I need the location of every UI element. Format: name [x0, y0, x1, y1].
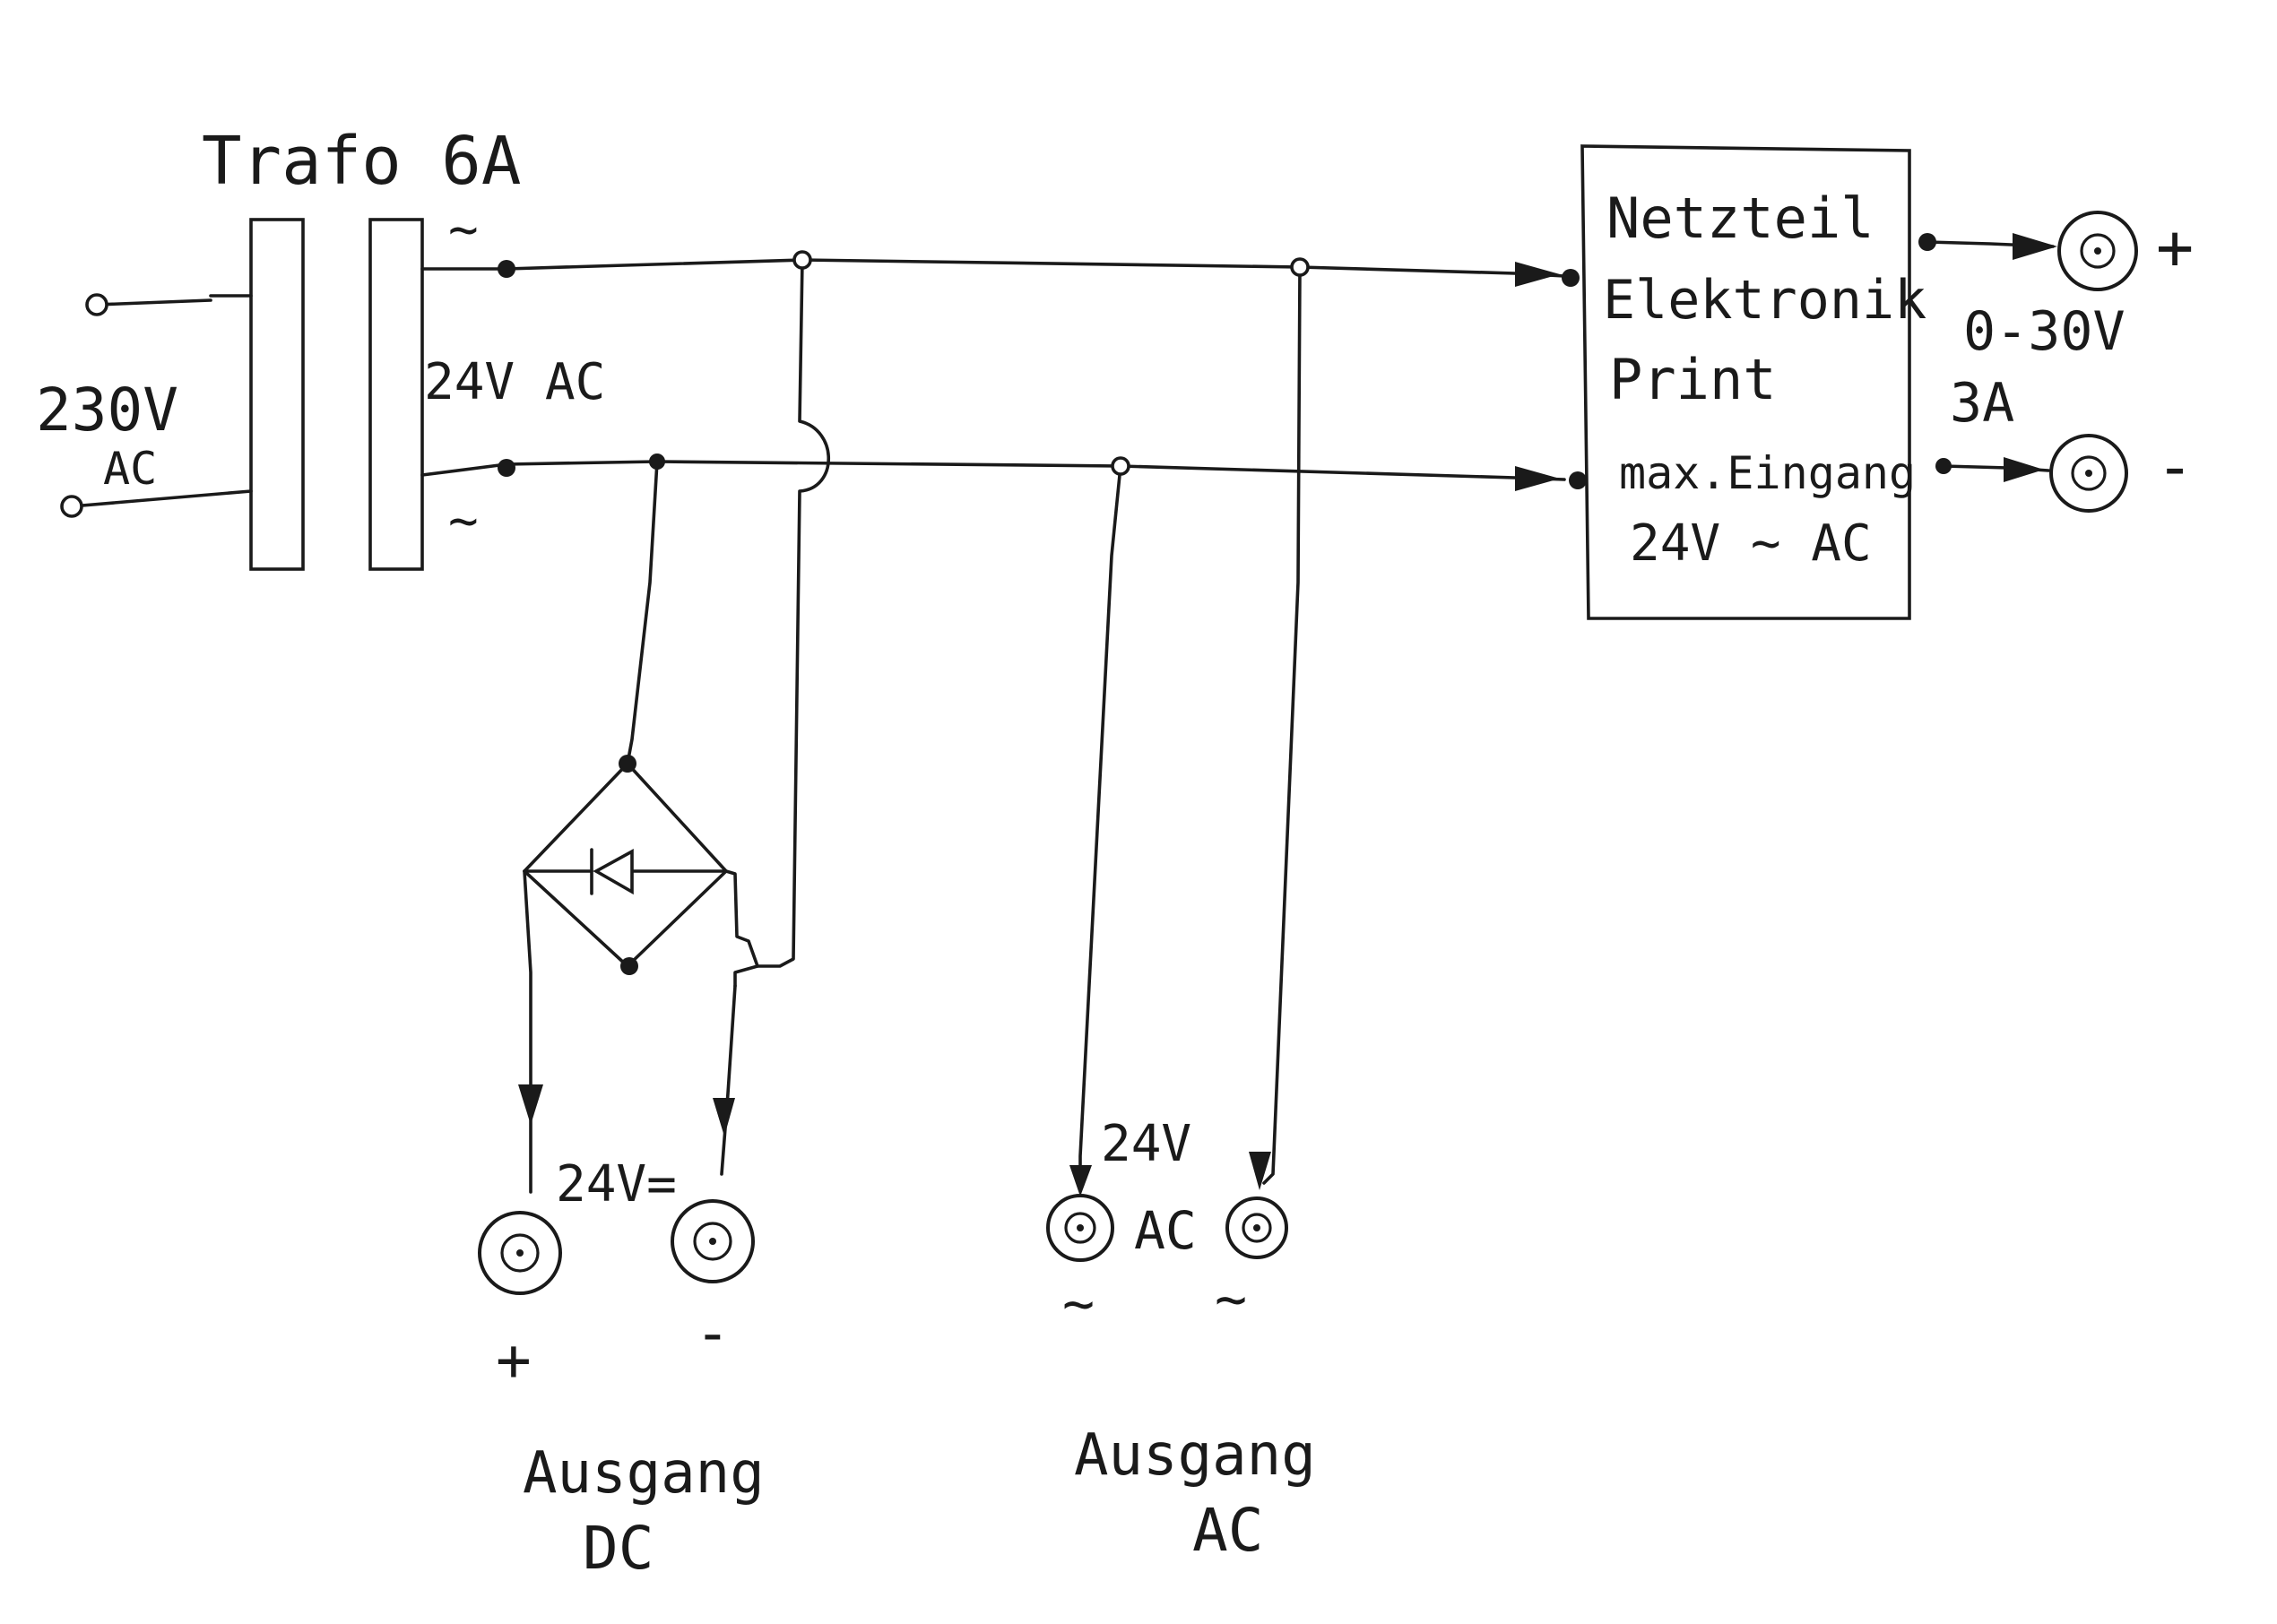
module-minus-label: -	[2156, 430, 2194, 504]
ac-right-jack	[1225, 1196, 1288, 1259]
node-secondary-bottom	[498, 459, 515, 477]
bridge-node-top	[619, 755, 636, 773]
arrow-ac-right	[1249, 1152, 1271, 1190]
main-wiring	[420, 250, 1587, 1185]
module-line4: max.Eingang	[1619, 447, 1916, 499]
arrow-dc-minus	[713, 1098, 735, 1136]
module-plus-label: +	[2156, 211, 2194, 284]
module-line3: Print	[1609, 347, 1777, 412]
dc-plus-label: +	[496, 1326, 532, 1395]
dc-voltage-label: 24V=	[556, 1155, 677, 1214]
node-bottom-2	[1111, 456, 1130, 476]
dc-output-wiring	[518, 869, 737, 1194]
dc-minus-jack	[671, 1199, 755, 1283]
arrow-dc-plus	[518, 1084, 543, 1125]
dc-output-title-line1: Ausgang	[523, 1440, 765, 1507]
module-line2: Elektronik	[1603, 269, 1926, 332]
node-top-2	[1290, 257, 1310, 277]
node-top-1	[792, 250, 812, 270]
module-output-wiring	[1918, 233, 2057, 482]
arrow-output-plus	[2013, 233, 2057, 260]
module-plus-jack	[2057, 211, 2138, 291]
bridge-node-bottom	[620, 957, 638, 975]
power-supply-module: Netzteil Elektronik Print max.Eingang 24…	[1580, 144, 1926, 620]
module-output-minus-node	[1935, 458, 1952, 474]
tilde-bottom-label: ~	[448, 492, 479, 550]
module-line5: 24V ~ AC	[1630, 514, 1872, 573]
ac-tilde-left-label: ~	[1062, 1273, 1095, 1335]
rectifier-bridge	[523, 755, 759, 988]
primary-terminal-top	[85, 293, 108, 316]
primary-voltage-label: 230V	[36, 376, 178, 445]
arrow-into-module-bottom	[1515, 466, 1560, 491]
ac-tilde-right-label: ~	[1215, 1268, 1247, 1331]
ac-type-label: AC	[1134, 1200, 1197, 1261]
arrow-ac-left	[1069, 1165, 1092, 1196]
primary-type-label: AC	[103, 443, 157, 495]
node-secondary-top	[498, 260, 515, 278]
primary-terminal-bottom	[60, 495, 83, 518]
ac-left-jack	[1046, 1194, 1114, 1262]
diode-icon	[593, 848, 634, 895]
module-output-plus-node	[1918, 233, 1936, 251]
arrow-output-minus	[2004, 457, 2044, 482]
dc-minus-label: -	[695, 1299, 731, 1368]
ac-voltage-label: 24V	[1101, 1115, 1191, 1173]
transformer-primary-coil	[249, 218, 305, 571]
ac-output-title-line2: AC	[1192, 1496, 1263, 1565]
transformer-title: Trafo 6A	[202, 123, 521, 200]
dc-output-title-line2: DC	[583, 1514, 654, 1583]
dc-plus-jack	[478, 1211, 562, 1295]
primary-input	[60, 293, 253, 518]
transformer: Trafo 6A 230V AC 24V AC ~ ~	[36, 123, 605, 571]
node-bottom-1	[649, 454, 665, 470]
arrow-into-module-top	[1515, 262, 1560, 287]
module-minus-jack	[2049, 434, 2128, 513]
ac-output-title-line1: Ausgang	[1074, 1422, 1316, 1489]
module-line1: Netzteil	[1606, 186, 1874, 251]
module-input-top	[1562, 269, 1580, 287]
secondary-voltage-label: 24V AC	[424, 353, 605, 411]
tilde-top-label: ~	[448, 201, 479, 259]
transformer-secondary-coil	[368, 218, 424, 571]
module-output-current-label: 3A	[1950, 372, 2014, 435]
module-output-range-label: 0-30V	[1963, 300, 2125, 363]
module-input-bottom	[1569, 471, 1587, 489]
